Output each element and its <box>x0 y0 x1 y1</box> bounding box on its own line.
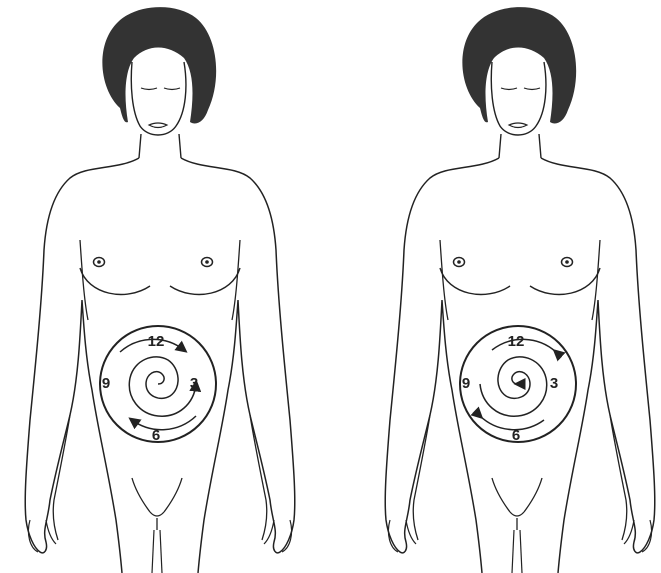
left-arm-inner <box>53 415 70 540</box>
mouth <box>149 123 167 128</box>
eye-left <box>141 88 157 90</box>
face <box>491 62 546 135</box>
left-hand <box>28 520 56 552</box>
right-body-outline <box>181 158 295 573</box>
inner-leg-left <box>152 530 154 573</box>
nipple-left-center <box>457 260 461 264</box>
inner-leg-right <box>520 530 522 573</box>
abdomen-clock: 12 3 6 9 <box>460 326 576 444</box>
right-body-outline <box>541 158 655 573</box>
groin-left <box>492 478 510 512</box>
groin-right <box>524 478 542 512</box>
spiral <box>480 357 547 416</box>
clock-label-9: 9 <box>462 375 470 392</box>
left-hand <box>388 520 416 552</box>
neck-right <box>539 134 541 158</box>
right-arm-inner <box>250 415 267 540</box>
neck-right <box>179 134 181 158</box>
nipple-right-center <box>205 260 209 264</box>
clock-label-9: 9 <box>102 375 110 392</box>
breast-left <box>440 268 510 294</box>
breast-right <box>530 268 600 294</box>
mouth <box>509 123 527 128</box>
hair <box>102 7 216 123</box>
pubic-mark <box>150 512 164 530</box>
right-hand <box>264 520 292 552</box>
left-arm-inner <box>413 415 430 540</box>
inner-leg-left <box>512 530 514 573</box>
breast-right <box>170 268 240 294</box>
nipple-left-center <box>97 260 101 264</box>
pubic-mark <box>510 512 524 530</box>
body-outline-svg: 12 3 6 9 <box>368 0 661 573</box>
eye-right <box>524 88 540 90</box>
clock-label-3: 3 <box>550 375 558 392</box>
eye-right <box>164 88 180 90</box>
clock-label-3: 3 <box>190 375 198 392</box>
left-body-outline <box>385 158 499 573</box>
groin-right <box>164 478 182 512</box>
hair <box>462 7 576 123</box>
neck-left <box>139 134 141 158</box>
nipple-right-center <box>565 260 569 264</box>
body-outline-svg: 12 3 6 9 <box>8 0 308 573</box>
neck-left <box>499 134 501 158</box>
figure-left: 12 3 6 9 <box>8 0 308 573</box>
inner-leg-right <box>160 530 162 573</box>
eye-left <box>501 88 517 90</box>
figure-right: 12 3 6 9 <box>368 0 661 573</box>
right-arm-inner <box>610 415 627 540</box>
outer-arrow-bottom <box>132 416 196 430</box>
spiral <box>129 357 196 416</box>
groin-left <box>132 478 150 512</box>
abdomen-clock: 12 3 6 9 <box>100 326 216 444</box>
breast-left <box>80 268 150 294</box>
left-body-outline <box>25 158 139 573</box>
right-hand <box>624 520 652 552</box>
face <box>131 62 186 135</box>
clock-label-12: 12 <box>148 333 165 350</box>
